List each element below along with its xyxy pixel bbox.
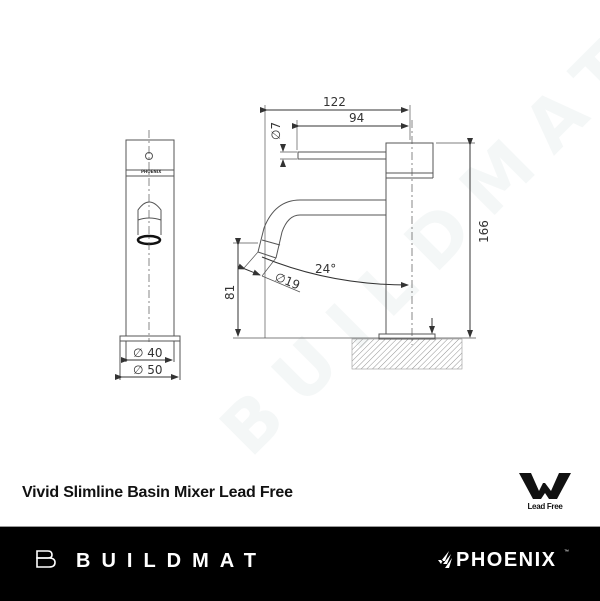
dim-outlet-diameter: ∅19 <box>273 270 302 293</box>
lead-free-label: Lead Free <box>527 502 563 511</box>
phoenix-wordmark: PHOENIX <box>456 549 557 571</box>
wels-lead-free-badge: Lead Free <box>515 469 575 513</box>
phoenix-logo-icon <box>438 551 452 568</box>
buildmat-wordmark: BUILDMAT <box>76 550 267 572</box>
dim-outlet-height: 81 <box>223 285 237 300</box>
technical-drawing: BUILDMAT PHOENIX ∅ 40 ∅ 50 <box>115 14 600 470</box>
dim-handle-length: 94 <box>349 111 364 125</box>
dim-height: 166 <box>477 220 491 243</box>
trademark-symbol: ™ <box>564 549 569 555</box>
svg-text:BUILDMAT: BUILDMAT <box>205 14 600 470</box>
wels-w-icon <box>519 473 571 499</box>
buildmat-logo-icon <box>36 550 56 568</box>
front-view <box>115 130 181 380</box>
dim-handle-diameter: ∅7 <box>269 122 283 140</box>
dim-spout-angle: 24° <box>315 262 336 276</box>
side-view <box>233 105 476 370</box>
dim-overall-length: 122 <box>323 95 346 109</box>
front-brand-mark: PHOENIX <box>141 169 161 174</box>
dim-outer-diameter: ∅ 50 <box>133 363 163 377</box>
footer-banner: BUILDMAT PHOENIX ™ <box>0 526 600 601</box>
drawing-canvas: BUILDMAT PHOENIX ∅ 40 ∅ 50 <box>115 14 600 470</box>
dim-inner-diameter: ∅ 40 <box>133 346 163 360</box>
watermark: BUILDMAT <box>205 14 600 470</box>
product-title: Vivid Slimline Basin Mixer Lead Free <box>22 484 293 501</box>
